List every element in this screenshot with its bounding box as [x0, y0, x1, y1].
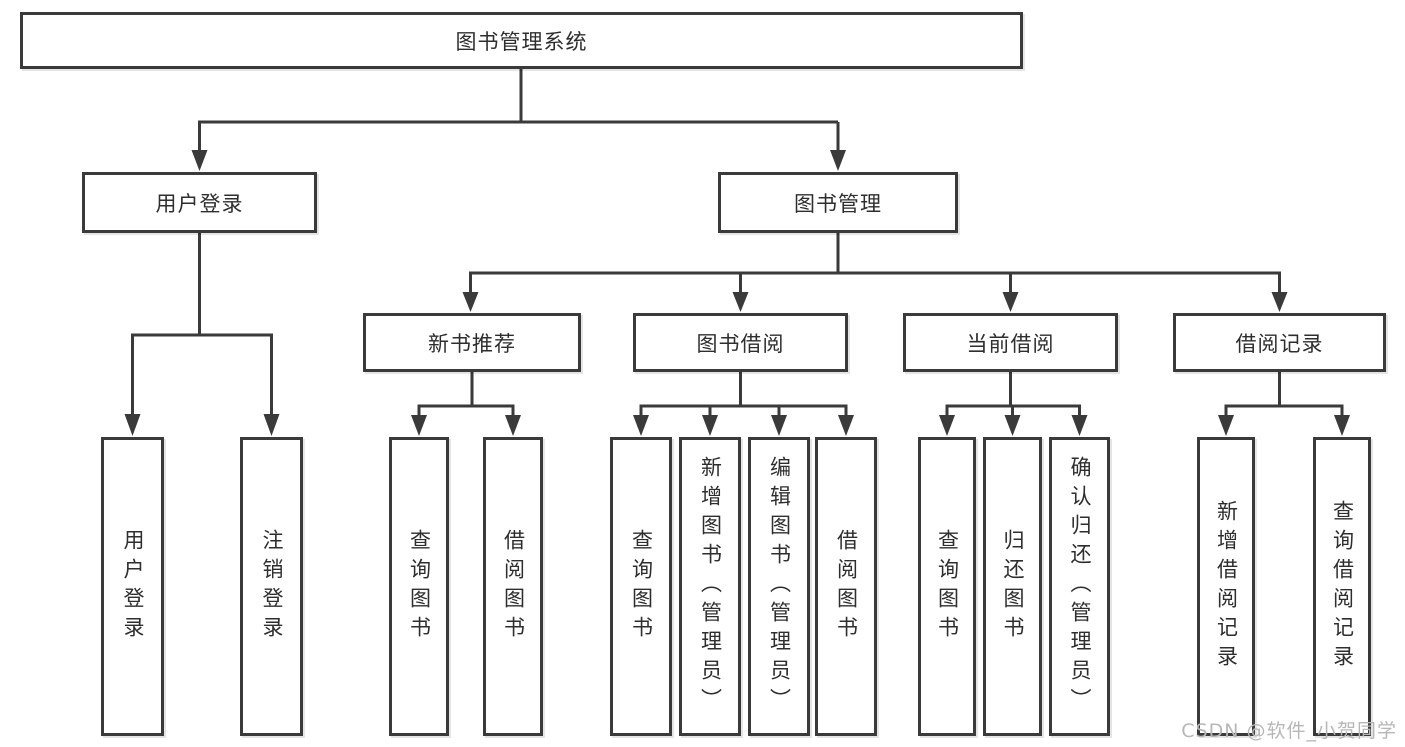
node-label: 查询图书 — [407, 528, 432, 645]
leaf-query-books-newbook: 查询图书 — [389, 437, 449, 736]
node-label: 借阅图书 — [834, 528, 859, 645]
node-label: 用户登录 — [155, 191, 244, 216]
node-label: 借阅图书 — [501, 528, 526, 645]
leaf-query-books-current: 查询图书 — [918, 437, 976, 736]
node-label: 新增借阅记录 — [1214, 499, 1239, 674]
node-label: 查询借阅记录 — [1330, 499, 1355, 674]
leaf-logout: 注销登录 — [240, 437, 303, 736]
leaf-borrow-books-borrowing: 借阅图书 — [815, 437, 877, 736]
leaf-user-login: 用户登录 — [101, 437, 164, 736]
node-label: 图书管理 — [794, 191, 882, 216]
node-label: 归还图书 — [1001, 528, 1026, 645]
leaf-add-borrow-record: 新增借阅记录 — [1197, 437, 1255, 736]
leaf-query-books-borrowing: 查询图书 — [610, 437, 672, 736]
leaf-query-borrow-record: 查询借阅记录 — [1313, 437, 1371, 736]
node-label: 用户登录 — [121, 528, 146, 645]
node-label: 新书推荐 — [428, 331, 516, 356]
csdn-watermark: CSDN @软件_小贺同学 — [1181, 720, 1397, 742]
node-library-management-system: 图书管理系统 — [20, 12, 1023, 69]
node-label: 当前借阅 — [966, 331, 1055, 356]
node-label: 编辑图书（管理员） — [767, 456, 792, 717]
node-label: 查询图书 — [935, 528, 960, 645]
leaf-confirm-return-admin: 确认归还（管理员） — [1049, 437, 1110, 736]
node-label: 图书借阅 — [696, 331, 785, 356]
leaf-return-books: 归还图书 — [983, 437, 1042, 736]
node-label: 确认归还（管理员） — [1068, 456, 1093, 717]
node-book-borrowing: 图书借阅 — [633, 313, 848, 372]
connector-arrowheads — [124, 150, 1350, 436]
node-label: 注销登录 — [260, 528, 285, 645]
leaf-add-books-admin: 新增图书（管理员） — [679, 437, 741, 736]
node-label: 查询图书 — [629, 528, 654, 645]
node-label: 新增图书（管理员） — [698, 456, 723, 717]
node-new-book-recommendation: 新书推荐 — [363, 313, 581, 372]
node-label: 图书管理系统 — [455, 29, 588, 54]
node-label: 借阅记录 — [1235, 331, 1324, 356]
node-user-login: 用户登录 — [82, 172, 317, 233]
leaf-borrow-books-newbook: 借阅图书 — [483, 437, 543, 736]
leaf-edit-books-admin: 编辑图书（管理员） — [748, 437, 810, 736]
node-current-borrowing: 当前借阅 — [903, 313, 1118, 372]
node-borrowing-records: 借阅记录 — [1173, 313, 1386, 372]
node-book-management: 图书管理 — [718, 172, 958, 233]
